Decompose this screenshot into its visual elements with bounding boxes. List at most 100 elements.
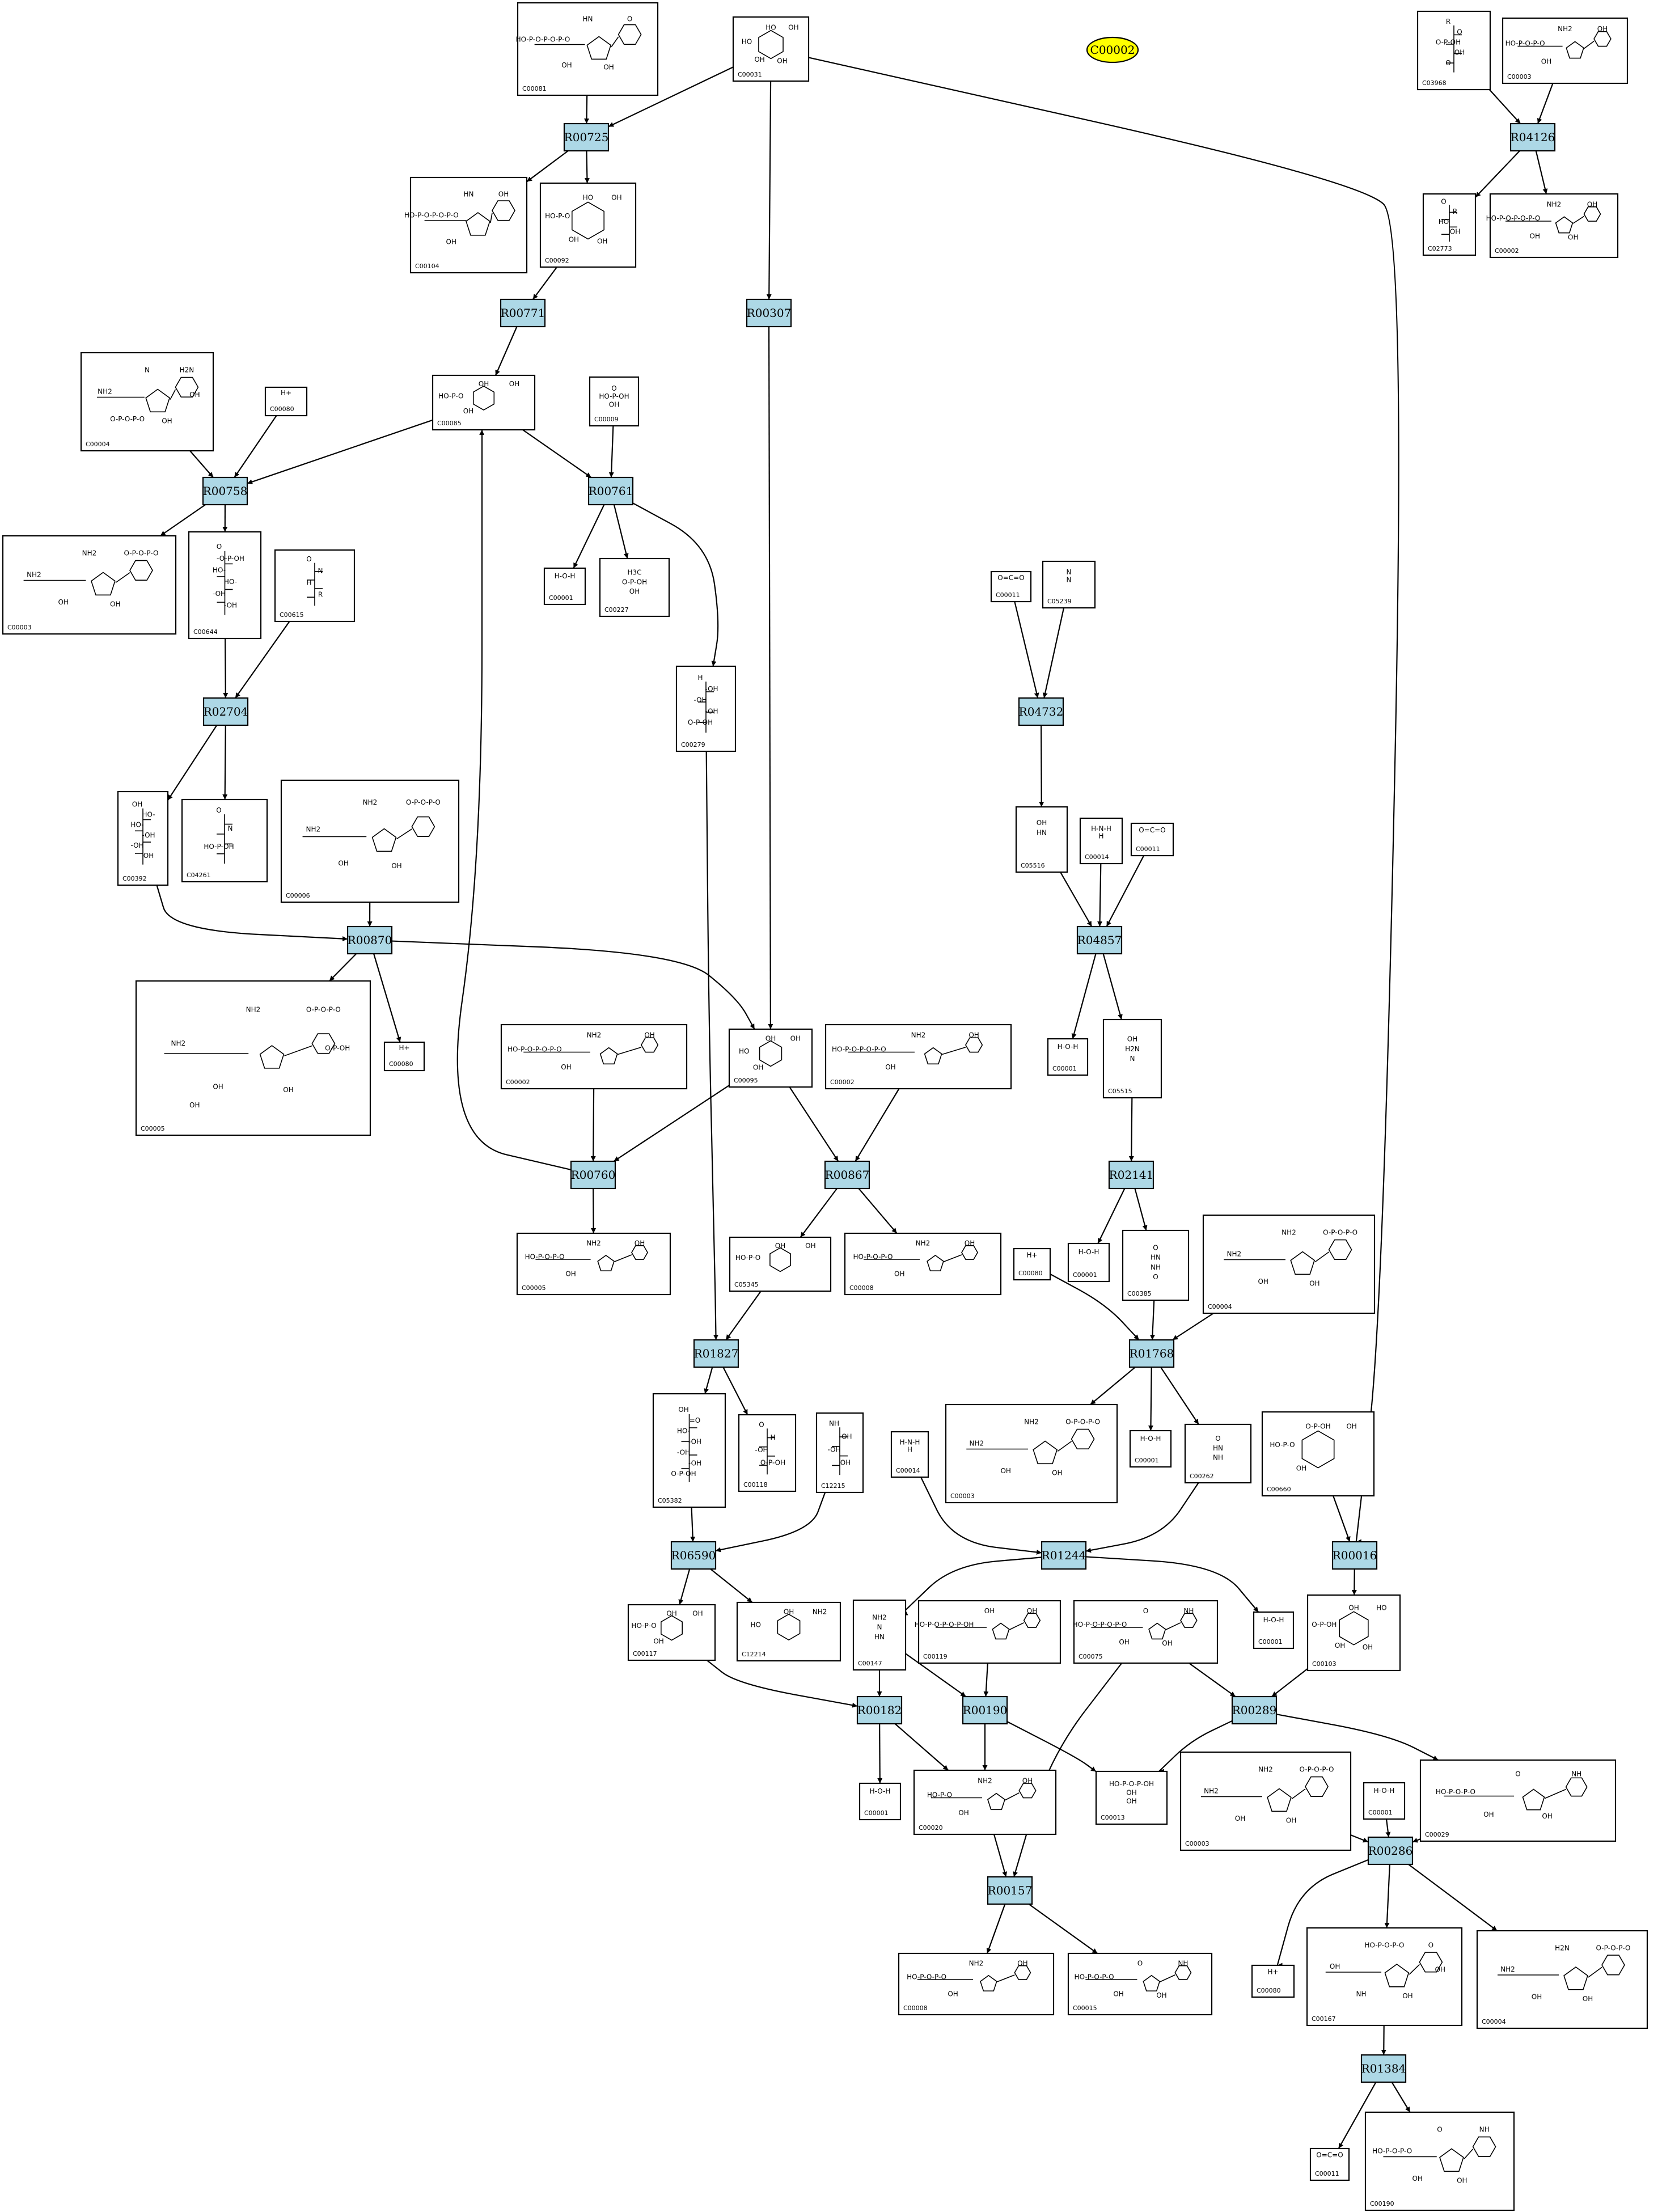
- compound-box: [852, 1599, 907, 1671]
- reaction-node[interactable]: R00760: [570, 1160, 616, 1190]
- reaction-node[interactable]: R00190: [962, 1695, 1008, 1725]
- reaction-node[interactable]: R00870: [346, 925, 393, 955]
- compound-node[interactable]: H+C00080: [264, 386, 308, 417]
- reaction-node[interactable]: R06590: [670, 1541, 717, 1570]
- reaction-node[interactable]: R00771: [500, 298, 546, 328]
- reaction-node[interactable]: R00286: [1367, 1836, 1414, 1866]
- structure-text: N: [1067, 576, 1072, 583]
- reaction-node[interactable]: R00867: [824, 1160, 870, 1190]
- reaction-node[interactable]: R00725: [563, 122, 610, 152]
- structure-text: OH: [463, 407, 473, 415]
- compound-node[interactable]: H+C00080: [383, 1041, 425, 1072]
- reaction-node[interactable]: R00307: [746, 298, 792, 328]
- reaction-node[interactable]: R00016: [1331, 1541, 1378, 1570]
- compound-node[interactable]: H+C00080: [1013, 1247, 1051, 1281]
- reaction-node[interactable]: R01768: [1128, 1339, 1175, 1368]
- compound-label: C05382: [658, 1497, 682, 1504]
- structure-text: OH: [1286, 1817, 1296, 1825]
- reaction-node[interactable]: R04732: [1018, 697, 1064, 726]
- reaction-node[interactable]: R00761: [587, 476, 634, 506]
- highlight-node[interactable]: C00002: [1086, 36, 1139, 64]
- reaction-node[interactable]: R00157: [987, 1876, 1033, 1905]
- reaction-node[interactable]: R02704: [202, 697, 249, 726]
- reaction-node[interactable]: R01827: [693, 1339, 739, 1368]
- reaction-node[interactable]: R00758: [202, 476, 248, 506]
- reaction-node[interactable]: R04857: [1076, 925, 1123, 955]
- reaction-node[interactable]: R01244: [1041, 1541, 1087, 1570]
- compound-box: [2, 535, 177, 635]
- reaction-node[interactable]: R04126: [1509, 122, 1556, 152]
- reaction-node[interactable]: R00289: [1231, 1695, 1278, 1725]
- reaction-node[interactable]: R00182: [856, 1695, 903, 1725]
- reaction-node[interactable]: R01384: [1360, 2054, 1407, 2083]
- reaction-box: [670, 1541, 717, 1570]
- compound-node[interactable]: H+C00080: [1251, 1964, 1295, 1998]
- reaction-node[interactable]: R02141: [1108, 1160, 1154, 1190]
